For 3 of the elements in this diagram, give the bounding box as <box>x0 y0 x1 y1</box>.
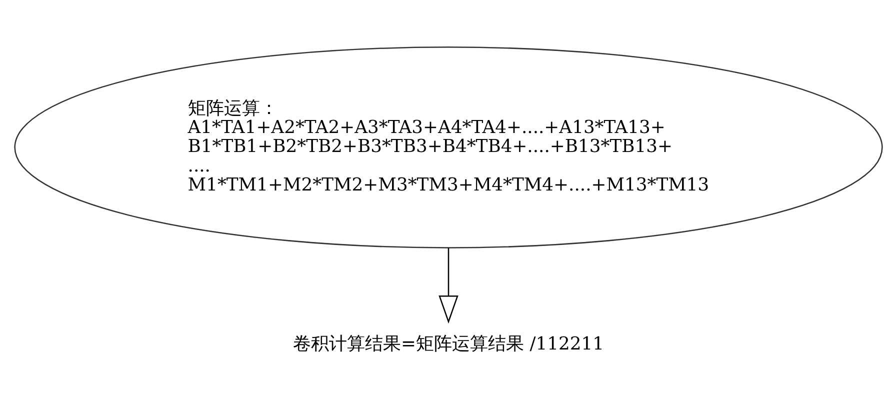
node-text: 卷积计算结果=矩阵运算结果 /112211 <box>292 333 604 354</box>
arrow <box>438 247 458 324</box>
node-ellipse: 矩阵运算： A1*TA1+A2*TA2+A3*TA3+A4*TA4+....+A13*TA13+ B1*TB1+B2*TB2+B3*TB3+B4*TB4+....+B13*TB13+ .... M1*TM1+M2*TM2+M3*TM3+M4*TM4+....+M13*TM13 <box>14 46 882 248</box>
